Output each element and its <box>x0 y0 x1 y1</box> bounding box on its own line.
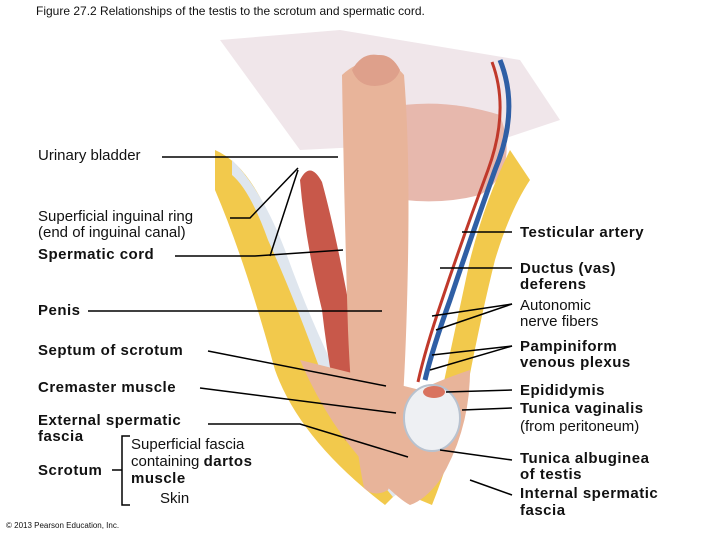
label-superficial-inguinal-ring-sub: (end of inguinal canal) <box>38 224 186 241</box>
glans <box>352 54 400 86</box>
label-septum-of-scrotum: Septum of scrotum <box>38 342 184 359</box>
figure-title: Figure 27.2 Relationships of the testis … <box>36 4 425 18</box>
left-leader-lines <box>88 156 409 506</box>
label-skin: Skin <box>160 490 190 507</box>
label-pampiniform-venous-plexus-2: venous plexus <box>520 354 631 371</box>
label-dartos: dartos <box>203 453 253 470</box>
label-pampiniform-venous-plexus: Pampiniform <box>520 338 618 355</box>
label-cremaster-muscle: Cremaster muscle <box>38 379 177 396</box>
label-superficial-inguinal-ring: Superficial inguinal ring <box>38 208 194 225</box>
label-internal-spermatic-fascia-2: fascia <box>520 502 566 519</box>
label-scrotum: Scrotum <box>38 462 103 479</box>
label-external-spermatic-fascia-2: fascia <box>38 428 84 445</box>
label-dartos-muscle: muscle <box>131 470 186 487</box>
label-superficial-fascia: Superficial fascia <box>131 436 245 453</box>
penis-shaft <box>342 61 409 494</box>
label-ductus-deferens: Ductus (vas) <box>520 260 617 277</box>
right-leader-lines <box>429 231 513 496</box>
label-penis: Penis <box>38 302 81 319</box>
label-urinary-bladder: Urinary bladder <box>38 147 141 164</box>
label-spermatic-cord: Spermatic cord <box>38 246 155 263</box>
label-autonomic-nerve-fibers-2: nerve fibers <box>520 313 599 330</box>
label-internal-spermatic-fascia: Internal spermatic <box>520 485 659 502</box>
epididymis-shape <box>423 386 445 398</box>
label-tunica-vaginalis-origin: (from peritoneum) <box>520 418 640 435</box>
label-tunica-albuginea: Tunica albuginea <box>520 450 650 467</box>
label-testicular-artery: Testicular artery <box>520 224 645 241</box>
label-tunica-vaginalis: Tunica vaginalis <box>520 400 644 417</box>
label-epididymis: Epididymis <box>520 382 606 399</box>
label-autonomic-nerve-fibers: Autonomic <box>520 297 591 314</box>
label-tunica-albuginea-2: of testis <box>520 466 583 483</box>
copyright-notice: © 2013 Pearson Education, Inc. <box>6 521 120 530</box>
testis-shape <box>403 384 461 452</box>
label-ductus-deferens-2: deferens <box>520 276 587 293</box>
label-containing: containing <box>131 453 200 470</box>
label-external-spermatic-fascia: External spermatic <box>38 412 182 429</box>
label-superficial-fascia-containing: containing dartos <box>131 454 252 470</box>
